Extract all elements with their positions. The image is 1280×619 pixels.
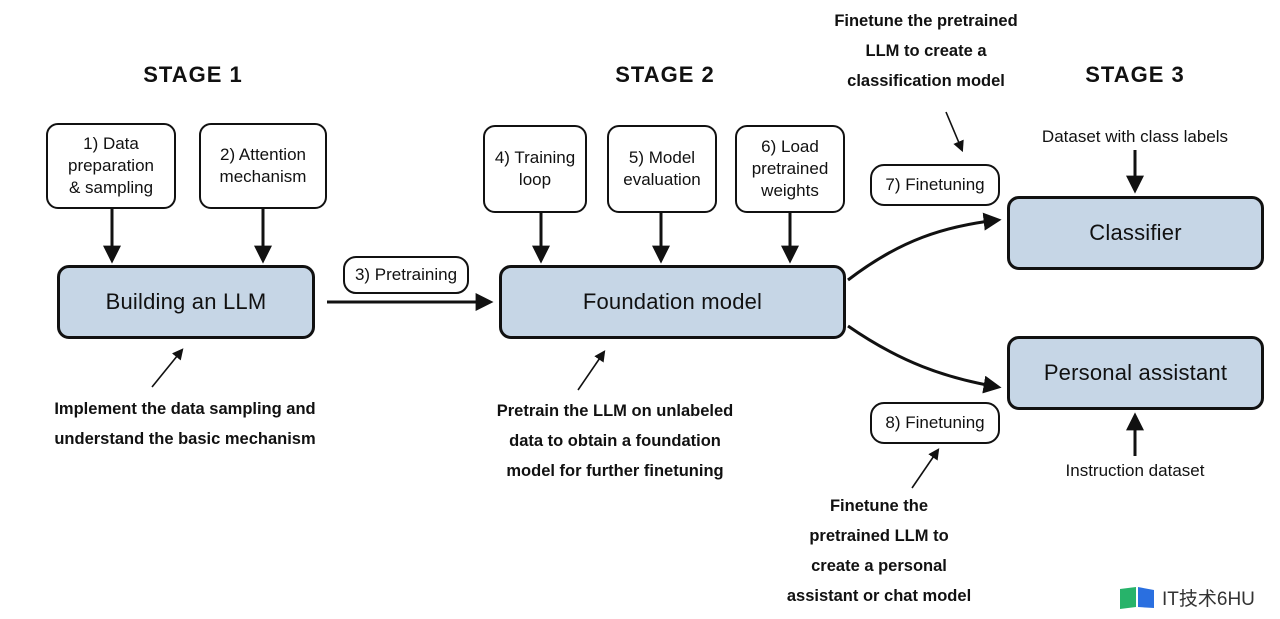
step-attention-mechanism: 2) Attention mechanism (199, 123, 327, 209)
note-stage-1: Implement the data sampling and understa… (54, 400, 316, 448)
building-an-llm-box: Building an LLM (57, 265, 315, 339)
classifier-box: Classifier (1007, 196, 1264, 270)
foundation-model-box: Foundation model (499, 265, 846, 339)
watermark: IT技术6HU (1118, 584, 1255, 611)
personal-assistant-box: Personal assistant (1007, 336, 1264, 410)
note-stage-2: Pretrain the LLM on unlabeled data to ob… (496, 402, 734, 480)
pointer-note-classification (945, 111, 964, 153)
note-assistant-finetune: Finetune the pretrained LLM to create a … (786, 497, 972, 605)
step-training-loop: 4) Training loop (483, 125, 587, 213)
step-load-pretrained-weights: 6) Load pretrained weights (735, 125, 845, 213)
step-finetuning-8: 8) Finetuning (870, 402, 1000, 444)
pointer-note-assistant (911, 448, 940, 489)
watermark-logo-icon (1120, 586, 1154, 609)
step-model-evaluation: 5) Model evaluation (607, 125, 717, 213)
step-data-preparation: 1) Data preparation & sampling (46, 123, 176, 209)
label-dataset-class-labels: Dataset with class labels (1041, 127, 1229, 146)
arrow-foundation-to-assistant (847, 324, 1002, 394)
stage-2-title: STAGE 2 (615, 62, 715, 87)
pointer-note-stage-1 (151, 348, 184, 388)
step-finetuning-7: 7) Finetuning (870, 164, 1000, 206)
arrow-foundation-to-classifier (847, 212, 1002, 282)
label-instruction-dataset: Instruction dataset (1065, 461, 1205, 480)
stage-3-title: STAGE 3 (1085, 62, 1185, 87)
step-pretraining: 3) Pretraining (343, 256, 469, 294)
watermark-text: IT技术6HU (1162, 589, 1255, 610)
stage-1-title: STAGE 1 (143, 62, 243, 87)
note-classification-finetune: Finetune the pretrained LLM to create a … (834, 12, 1018, 90)
pointer-note-stage-2 (577, 350, 606, 391)
